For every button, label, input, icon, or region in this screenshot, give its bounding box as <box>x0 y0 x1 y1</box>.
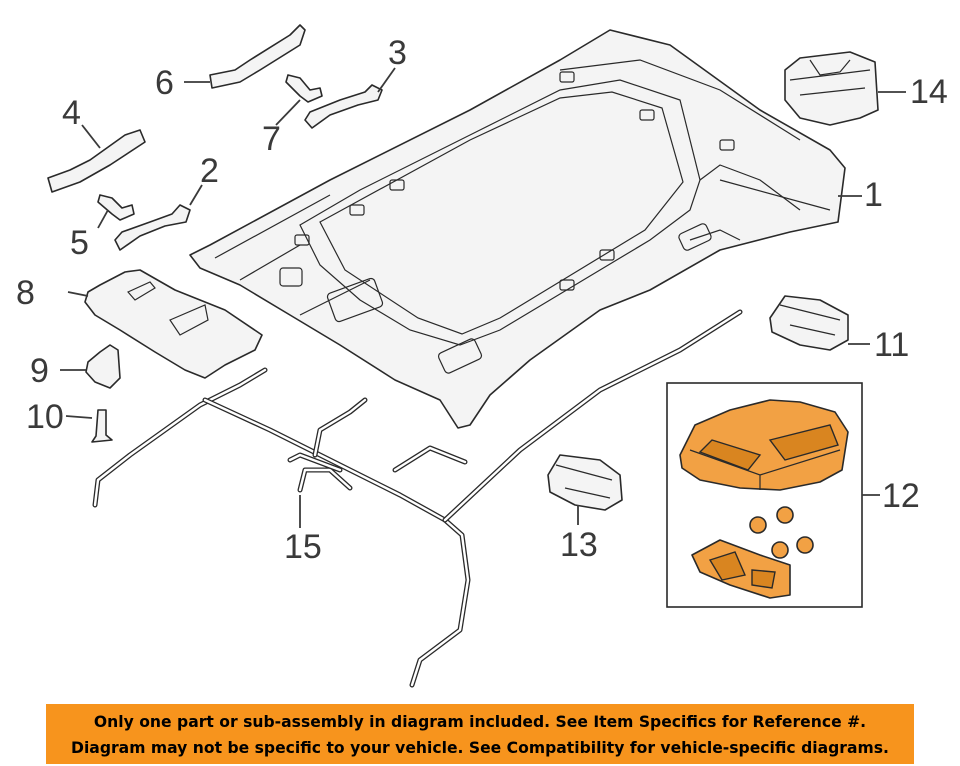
screw-part-7 <box>285 74 323 103</box>
notice-line-1: Only one part or sub-assembly in diagram… <box>93 713 867 731</box>
overhead-console-part <box>666 382 863 608</box>
wiring-harness-part <box>92 309 743 688</box>
callout-15: 15 <box>284 528 322 566</box>
dome-lamp-part <box>784 51 879 126</box>
callout-3: 3 <box>388 34 407 72</box>
notice-banner: Only one part or sub-assembly in diagram… <box>46 704 914 764</box>
callout-12: 12 <box>882 477 920 515</box>
map-lamp-part-11 <box>769 295 849 351</box>
sun-visor-part <box>67 269 263 379</box>
grab-handle-part-3 <box>304 84 383 129</box>
headliner-part <box>189 29 846 429</box>
callout-8: 8 <box>16 274 35 312</box>
leader-lines <box>60 67 906 528</box>
callout-4: 4 <box>62 94 81 132</box>
callout-6: 6 <box>155 64 174 102</box>
callout-5: 5 <box>70 224 89 262</box>
callout-11: 11 <box>874 326 909 364</box>
notice-line-2: Diagram may not be specific to your vehi… <box>71 739 889 757</box>
callout-7: 7 <box>262 120 281 158</box>
callout-10: 10 <box>26 398 64 436</box>
map-lamp-part-13 <box>547 454 623 511</box>
callout-1: 1 <box>864 176 883 214</box>
callout-9: 9 <box>30 352 49 390</box>
visor-holder-part <box>85 344 121 389</box>
callout-13: 13 <box>560 526 598 564</box>
bracket-part-4 <box>47 129 146 193</box>
callout-2: 2 <box>200 152 219 190</box>
bolt-part-10 <box>91 409 113 443</box>
grab-handle-part-2 <box>114 204 191 251</box>
screw-part-5 <box>97 194 135 221</box>
bracket-part-6 <box>209 24 306 89</box>
callout-14: 14 <box>910 73 948 111</box>
